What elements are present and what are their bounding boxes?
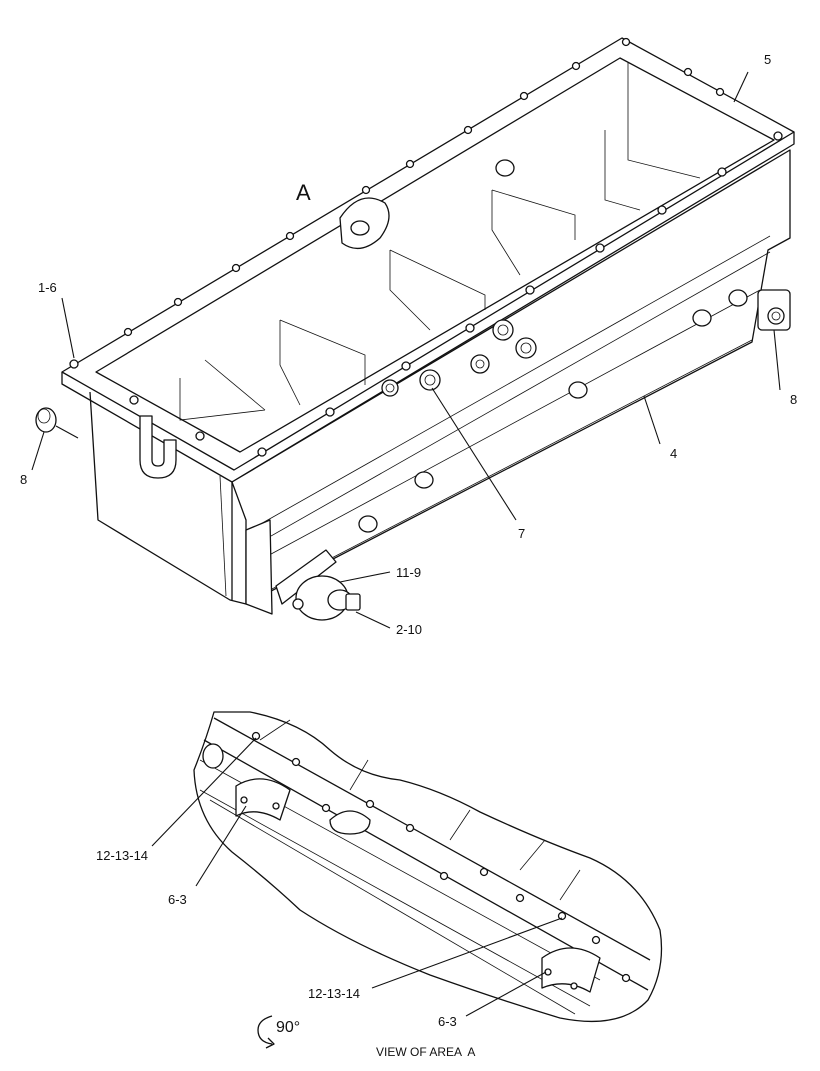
pan-corner-edge-2 [219,475,227,597]
callout-8-left: 8 [20,472,27,487]
detail-bracket-bottom [541,947,601,993]
oil-pan-drawing [35,37,795,621]
side-wall-bosses [358,289,748,533]
callout-12-13-14-top: 12-13-14 [96,848,148,863]
leader-11-9 [339,571,391,583]
leader-6-3-bottom [465,971,547,1017]
port-plugs [381,319,537,397]
detail-baffle-2 [349,759,369,791]
rotate-arrow-icon [257,1015,275,1049]
callout-8-right: 8 [790,392,797,407]
pan-flange-inner [95,57,775,453]
leader-6-3-top [195,805,247,887]
callout-7: 7 [518,526,525,541]
leader-2-10 [355,611,391,629]
area-a-hole [350,220,370,236]
area-a-label: A [296,180,311,205]
detail-bolts [251,731,631,983]
callout-12-13-14-bottom: 12-13-14 [308,986,360,1001]
callout-11-9: 11-9 [396,565,421,580]
callout-6-3-bottom: 6-3 [438,1014,457,1029]
leader-12-13-14-bottom [371,917,563,989]
leader-8-right [773,329,781,391]
leader-7 [431,387,517,521]
left-plug [35,407,57,433]
detail-bracket-top [202,743,371,835]
callout-1-6: 1-6 [38,280,57,295]
detail-caption: VIEW OF AREA A [376,1045,475,1059]
side-rib-1 [249,235,771,531]
detail-baffle-3 [449,809,471,841]
flange-bolts-near [69,131,783,457]
leader-5 [733,71,749,103]
detail-baffle-4 [519,839,546,871]
leader-8-left [31,431,45,471]
detail-wall-line-2 [199,789,591,1007]
leader-8-left-tick [55,425,79,439]
detail-flange-top [213,717,651,961]
callout-4: 4 [670,446,677,461]
main-callouts: A 5 1-6 8 8 4 7 11-9 2-10 [20,52,797,637]
drain-assembly [245,519,361,621]
callout-5: 5 [764,52,771,67]
internal-baffles [179,62,701,421]
suction-tube [139,415,177,479]
detail-wall-line-3 [209,799,576,1015]
flange-bolts-far [123,37,725,337]
right-end-bracket [757,289,791,331]
leader-4 [643,395,661,445]
far-wall-port [495,159,515,177]
detail-baffle-1 [259,719,291,741]
pan-end-wall [89,391,247,605]
rotation-label: 90° [276,1019,300,1036]
side-rib-2 [249,251,771,549]
side-rib-4 [269,339,753,591]
side-rib-3 [259,289,761,561]
callout-6-3-top: 6-3 [168,892,187,907]
leader-1-6 [61,297,75,359]
leader-12-13-14-top [151,737,257,847]
callout-2-10: 2-10 [396,622,422,637]
detail-view: 12-13-14 6-3 12-13-14 6-3 [96,711,663,1029]
detail-baffle-5 [559,869,581,901]
